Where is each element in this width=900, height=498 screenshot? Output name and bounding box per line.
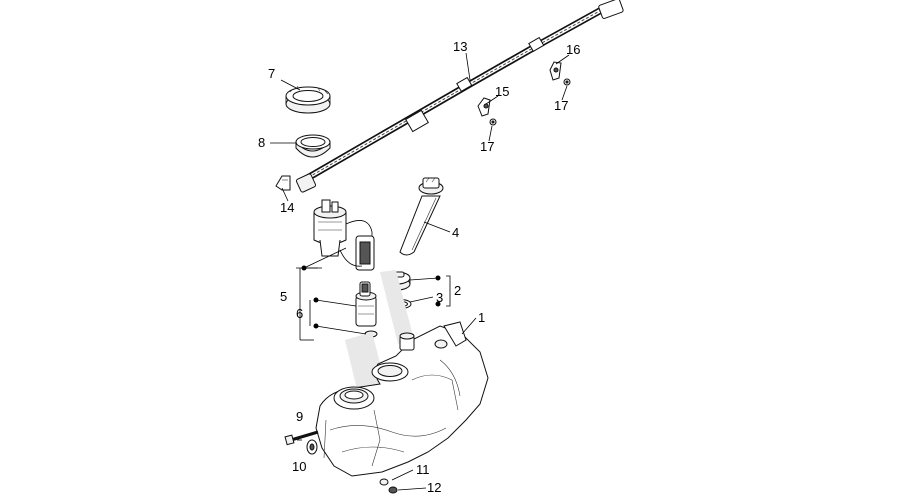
callout-8: 8 xyxy=(258,135,265,150)
callout-15: 15 xyxy=(495,84,509,99)
part-6-fuel-pump xyxy=(355,281,378,338)
part-17-screw-a xyxy=(489,118,497,126)
callout-17-lower: 17 xyxy=(480,139,494,154)
callout-1: 1 xyxy=(478,310,485,325)
callout-2: 2 xyxy=(454,283,461,298)
part-8-gasket xyxy=(295,134,331,158)
callout-10: 10 xyxy=(292,459,306,474)
part-4-level-sender xyxy=(399,177,444,256)
projection-guide-cap xyxy=(380,270,414,344)
callout-17-upper: 17 xyxy=(554,98,568,113)
part-9-bolt xyxy=(284,430,319,446)
callout-5: 5 xyxy=(280,289,287,304)
part-11-grommet xyxy=(379,478,389,486)
part-10-washer xyxy=(306,439,318,455)
callout-7: 7 xyxy=(268,66,275,81)
callout-16: 16 xyxy=(566,42,580,57)
callout-12: 12 xyxy=(427,480,441,495)
part-1-fuel-tank xyxy=(315,321,489,477)
part-16-clip xyxy=(549,61,562,81)
callout-9: 9 xyxy=(296,409,303,424)
part-17-screw-b xyxy=(563,78,571,86)
part-14-clip xyxy=(275,175,291,191)
leader-lines xyxy=(270,52,570,491)
part-5-fuel-pump-assembly xyxy=(313,199,375,271)
part-12-nut xyxy=(388,486,398,494)
part-15-clip xyxy=(477,97,491,117)
part-7-ring-nut xyxy=(285,85,331,114)
callout-labels: 1 2 3 4 5 6 7 8 9 10 11 12 13 14 15 16 1… xyxy=(258,39,580,495)
callout-14: 14 xyxy=(280,200,294,215)
part-13-fuel-hose xyxy=(295,0,624,193)
callout-13: 13 xyxy=(453,39,467,54)
callout-4: 4 xyxy=(452,225,459,240)
callout-6: 6 xyxy=(296,306,303,321)
callout-11: 11 xyxy=(416,462,430,477)
callout-3: 3 xyxy=(436,290,443,305)
